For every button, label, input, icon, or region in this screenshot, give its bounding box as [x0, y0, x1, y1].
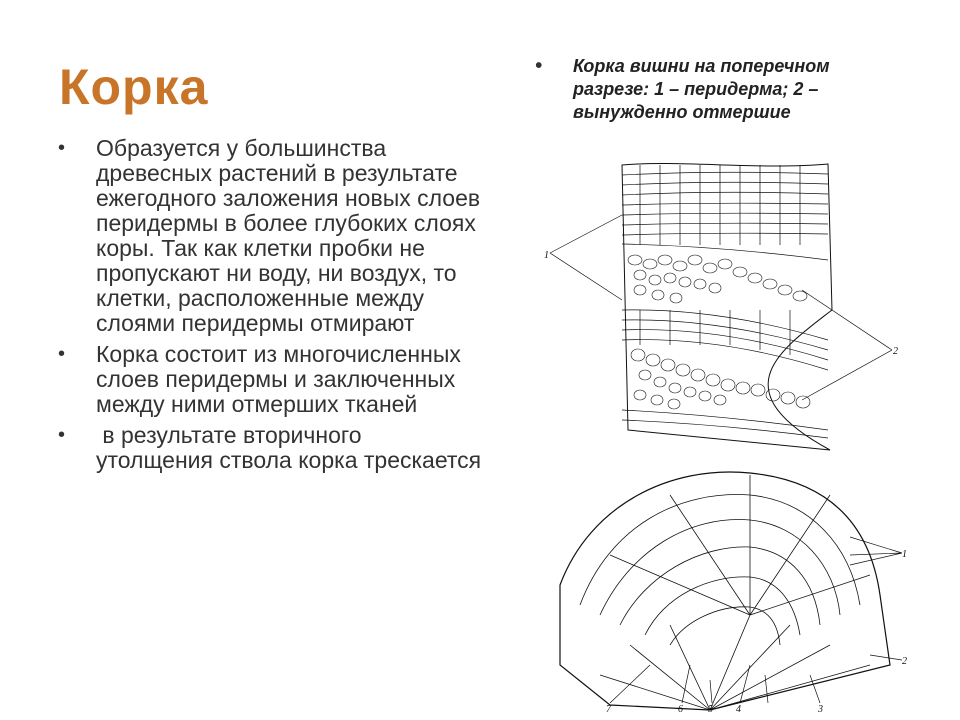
bullet-icon: •: [535, 55, 543, 77]
figure-label: 6: [678, 704, 683, 715]
figure-label: 4: [736, 704, 741, 715]
figure-label: 3: [817, 704, 823, 715]
bark-cross-section-illustration: 1 2: [544, 163, 898, 451]
figure-label: 1: [544, 250, 549, 261]
bullet-item: • Корка состоит из многочисленных слоев …: [58, 342, 483, 417]
bullet-icon: •: [58, 343, 66, 365]
figure-label: 7: [606, 704, 612, 715]
bullet-item: • в результате вторичного утолщения ство…: [58, 423, 483, 473]
caption-text: Корка вишни на поперечном разрезе: 1 – п…: [573, 56, 830, 122]
slide-title: Корка: [59, 59, 209, 115]
bullet-text: Образуется у большинства древесных расте…: [96, 135, 481, 336]
bullet-icon: •: [58, 424, 66, 446]
bullet-text: Корка состоит из многочисленных слоев пе…: [96, 341, 461, 417]
figure-label: 2: [893, 346, 898, 357]
bullet-item: • Образуется у большинства древесных рас…: [58, 136, 483, 336]
bullet-list: • Образуется у большинства древесных рас…: [58, 136, 483, 479]
caption-item: • Корка вишни на поперечном разрезе: 1 –…: [535, 55, 875, 124]
figure-label: 5: [708, 704, 713, 715]
figure-label: 2: [902, 656, 907, 667]
bullet-icon: •: [58, 137, 66, 159]
trunk-segment-illustration: 1 2 7 6 5 4 3: [559, 471, 907, 715]
bullet-text: в результате вторичного утолщения ствола…: [96, 422, 482, 473]
figure-label: 1: [902, 549, 907, 560]
figure-caption: • Корка вишни на поперечном разрезе: 1 –…: [535, 55, 875, 130]
